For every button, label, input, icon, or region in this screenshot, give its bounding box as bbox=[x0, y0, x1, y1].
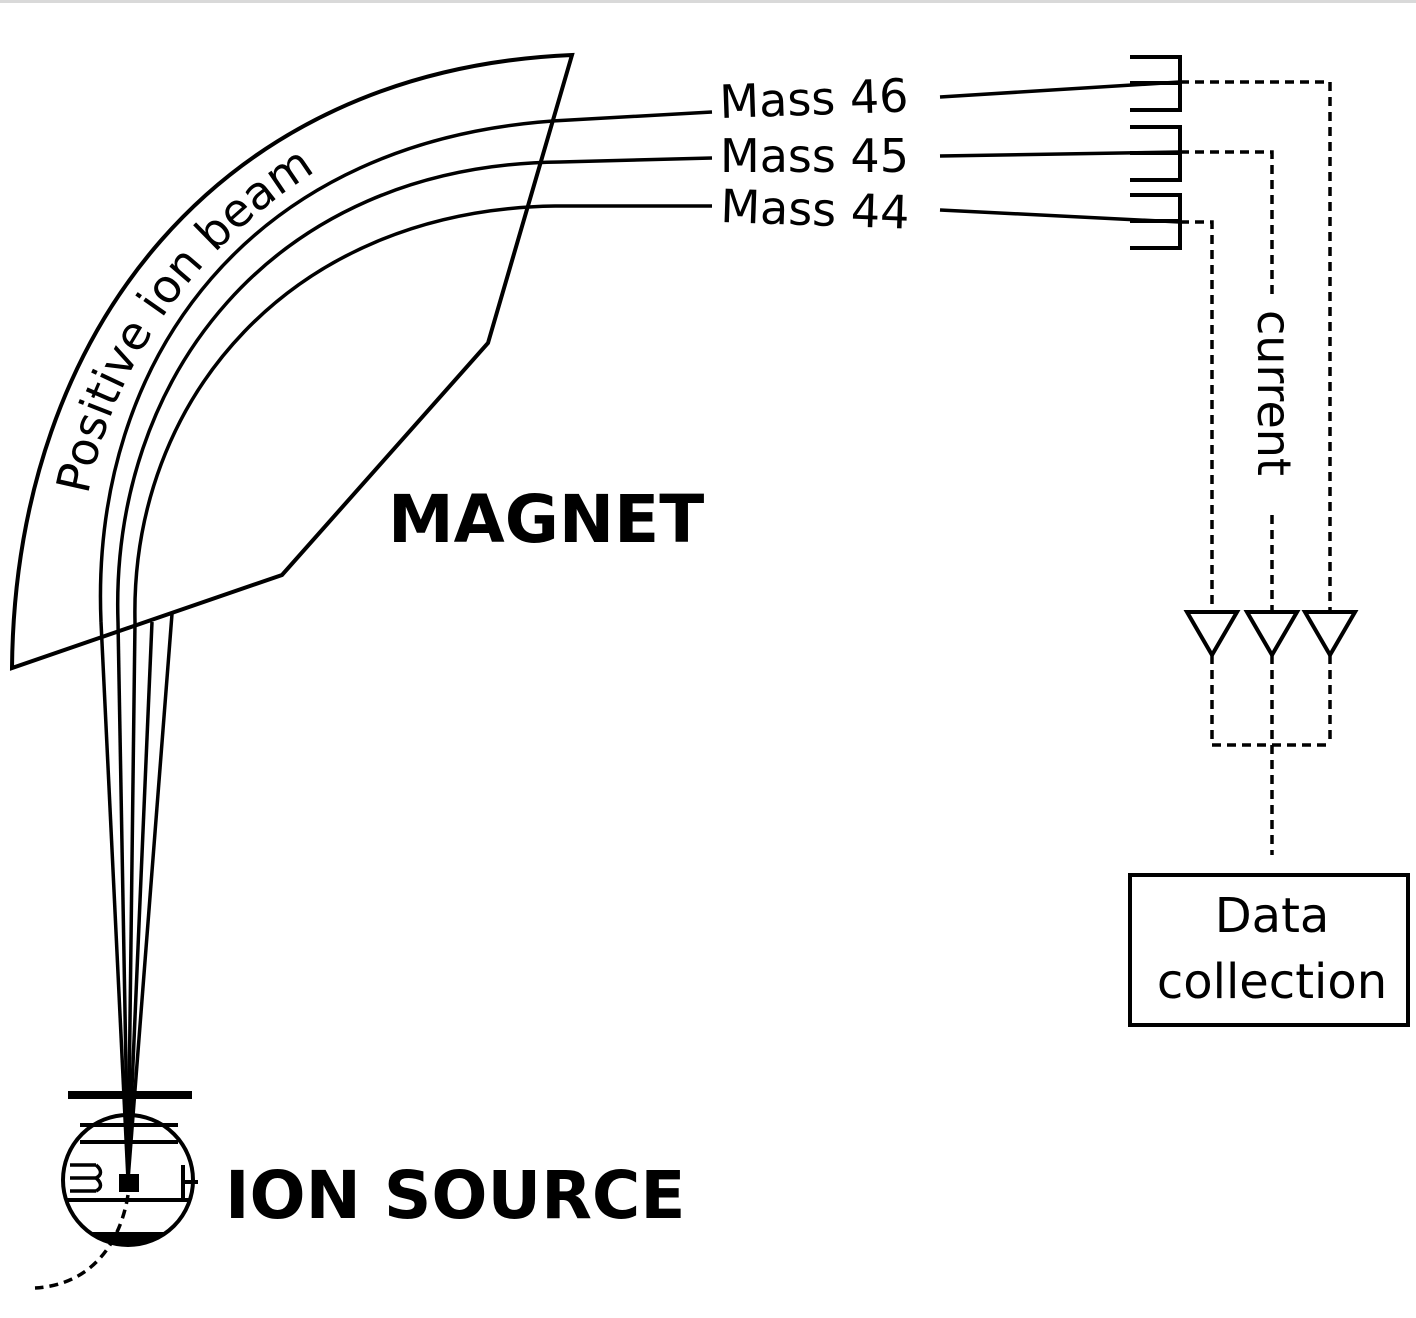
label-mass-46: Mass 46 bbox=[718, 68, 909, 129]
data-collection-line2: collection bbox=[1157, 954, 1387, 1010]
beam-mass-46 bbox=[98, 110, 713, 623]
ion-beam-fan bbox=[99, 613, 174, 1181]
amplifier-icons bbox=[1183, 610, 1359, 659]
ion-source-icon bbox=[34, 1091, 198, 1290]
beam-mass-45 bbox=[116, 156, 713, 623]
top-border bbox=[0, 0, 1416, 3]
label-current: current bbox=[1247, 310, 1301, 476]
beam-mass-44 bbox=[133, 204, 712, 623]
magnet-outline bbox=[9, 52, 575, 671]
data-collection-box bbox=[1128, 873, 1410, 1027]
data-collection-line1: Data bbox=[1215, 888, 1330, 944]
label-mass-44: Mass 44 bbox=[720, 179, 911, 240]
ion-source-label: ION SOURCE bbox=[225, 1157, 685, 1234]
magnet-label: MAGNET bbox=[388, 481, 704, 558]
current-lines bbox=[1180, 80, 1332, 855]
label-mass-45: Mass 45 bbox=[720, 129, 909, 183]
